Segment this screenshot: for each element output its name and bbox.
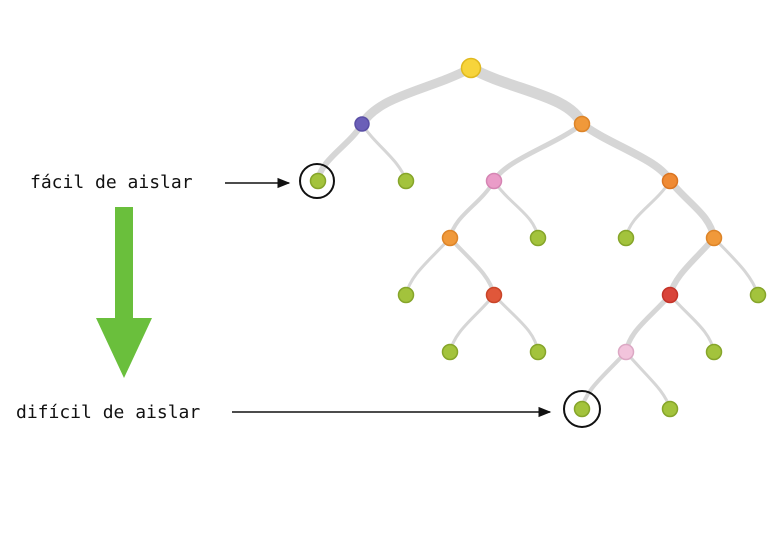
leaf-node xyxy=(705,343,723,361)
edge xyxy=(624,350,672,411)
edge xyxy=(578,120,674,185)
edge xyxy=(357,63,476,129)
internal-node-pink xyxy=(485,172,503,190)
internal-node-orange xyxy=(705,229,723,247)
edge xyxy=(712,236,760,297)
edge xyxy=(492,293,540,354)
edge xyxy=(666,177,718,242)
leaf-node xyxy=(573,400,591,418)
leaf-node xyxy=(661,400,679,418)
edge xyxy=(404,236,452,297)
root-node xyxy=(460,57,482,79)
leaf-node xyxy=(397,172,415,190)
edge xyxy=(668,293,716,354)
edge xyxy=(448,179,496,240)
internal-node-orange xyxy=(573,115,591,133)
difficulty-down-arrow xyxy=(96,207,152,378)
internal-node-red xyxy=(485,286,503,304)
hard-to-isolate-label: difícil de aislar xyxy=(16,402,200,423)
edge xyxy=(465,62,588,130)
easy-leaf-highlight xyxy=(299,163,335,199)
leaf-node xyxy=(529,229,547,247)
edge xyxy=(623,292,673,355)
tree-nodes xyxy=(309,57,767,418)
edge xyxy=(492,179,540,240)
leaf-node xyxy=(749,286,767,304)
hard-leaf-highlight xyxy=(563,390,601,428)
leaf-node xyxy=(397,286,415,304)
edge xyxy=(580,350,628,411)
leaf-node xyxy=(529,343,547,361)
edge xyxy=(448,293,496,354)
edge xyxy=(448,236,496,297)
edge xyxy=(491,121,585,184)
internal-node-orange xyxy=(441,229,459,247)
leaf-node xyxy=(441,343,459,361)
leaf-node xyxy=(309,172,327,190)
edge xyxy=(624,179,672,240)
internal-node-light-pink xyxy=(617,343,635,361)
internal-node-orange xyxy=(661,172,679,190)
edge xyxy=(315,121,365,184)
edge xyxy=(360,122,408,183)
edge xyxy=(667,235,717,298)
easy-to-isolate-label: fácil de aislar xyxy=(30,172,193,193)
leaf-node xyxy=(617,229,635,247)
internal-node-red xyxy=(661,286,679,304)
internal-node-purple xyxy=(354,116,370,132)
